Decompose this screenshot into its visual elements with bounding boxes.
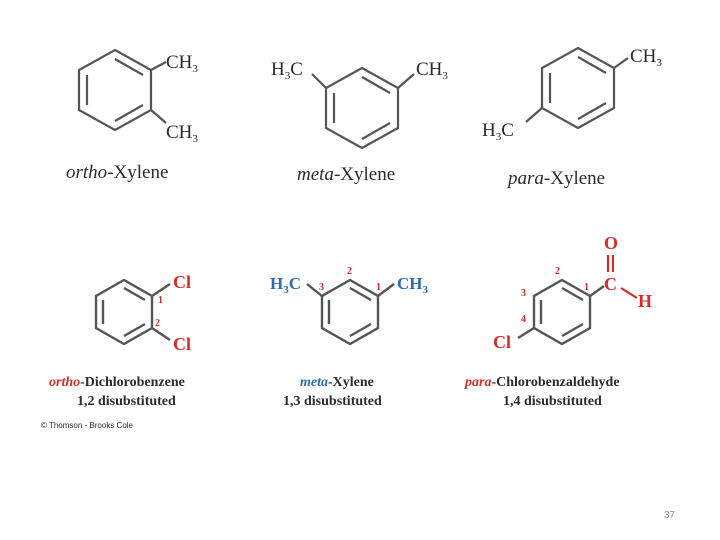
para-chlorobenzaldehyde-cl: Cl [493, 332, 511, 352]
ortho-dichlorobenzene-label: ortho-Dichlorobenzene [49, 375, 185, 390]
para-chlorobenzaldehyde-structure [517, 255, 638, 346]
para-xylene-double-bond-2 [577, 102, 607, 120]
ortho-dichlorobenzene-ring [94, 278, 154, 346]
ortho-dichlorobenzene-cl-top: Cl [173, 272, 191, 292]
meta-xylene-double-bond-2 [361, 122, 391, 140]
ortho-dichlorobenzene-locant-1: 1 [158, 295, 163, 306]
para-chlorobenzaldehyde-locant-1: 1 [584, 282, 589, 293]
ortho-xylene-ring [77, 48, 153, 132]
meta-xylene-ring [324, 66, 400, 150]
meta-xylene-bond-left [311, 73, 327, 89]
para-chlorobenzaldehyde-locant-4: 4 [521, 314, 526, 325]
meta-xylene-colored-bond-left [306, 283, 323, 297]
ortho-xylene-bond-top [150, 61, 167, 71]
para-chlorobenzaldehyde-locant-2: 2 [555, 266, 560, 277]
para-chlorobenzaldehyde-o: O [604, 233, 618, 253]
para-xylene-label: para-Xylene [506, 168, 605, 189]
ortho-xylene-ch3-bottom: CH3 [166, 122, 198, 145]
ortho-dichlorobenzene-cl-bottom: Cl [173, 334, 191, 354]
para-xylene-double-bond-1 [577, 56, 607, 74]
para-chlorobenzaldehyde-ring [532, 278, 592, 346]
para-chlorobenzaldehyde-double-bond-2 [561, 322, 584, 338]
para-chlorobenzaldehyde-double-bond-1 [561, 286, 584, 302]
meta-xylene-label: meta-Xylene [297, 164, 395, 185]
ortho-pattern-label: 1,2 disubstituted [77, 394, 176, 409]
para-chlorobenzaldehyde-label: para-Chlorobenzaldehyde [464, 375, 620, 390]
para-chlorobenzaldehyde-ch-bond [620, 287, 638, 299]
meta-xylene-colored-label: meta-Xylene [300, 375, 374, 390]
para-xylene-h3c: H3C [482, 120, 514, 143]
ortho-dichlorobenzene-bond-top [151, 283, 171, 297]
meta-xylene-colored-bond-right [377, 283, 395, 297]
para-chlorobenzaldehyde-locant-3: 3 [521, 288, 526, 299]
meta-xylene-bond-right [397, 73, 415, 89]
para-xylene-structure [525, 46, 629, 130]
page-number: 37 [664, 510, 676, 521]
para-chlorobenzaldehyde-h: H [638, 291, 652, 311]
ortho-xylene-double-bond-1 [114, 58, 144, 76]
meta-xylene-locant-2: 2 [347, 266, 352, 277]
meta-pattern-label: 1,3 disubstituted [283, 394, 382, 409]
ortho-xylene-ch3-top: CH3 [166, 52, 198, 75]
meta-xylene-colored-double-bond-1 [349, 286, 372, 302]
meta-xylene-h3c: H3C [271, 59, 303, 82]
meta-xylene-colored-ch3: CH3 [397, 274, 429, 296]
para-xylene-bond-bottom [525, 107, 543, 123]
para-chlorobenzaldehyde-c: C [604, 274, 617, 294]
meta-xylene-double-bond-1 [361, 76, 391, 94]
meta-xylene-colored-ring [320, 278, 380, 346]
ortho-dichlorobenzene-locant-2: 2 [155, 318, 160, 329]
meta-xylene-locant-1: 1 [376, 282, 381, 293]
ortho-dichlorobenzene-double-bond-2 [123, 322, 146, 338]
ortho-dichlorobenzene-structure [94, 278, 171, 346]
ortho-xylene-structure [77, 48, 167, 132]
para-xylene-bond-top [613, 57, 629, 69]
ortho-dichlorobenzene-double-bond-1 [123, 286, 146, 302]
para-chlorobenzaldehyde-bond-ring-c [589, 285, 605, 297]
meta-xylene-locant-3: 3 [319, 282, 324, 293]
credit-line: © Thomson - Brooks Cole [41, 421, 134, 430]
meta-xylene-colored-double-bond-2 [349, 322, 372, 338]
meta-xylene-ch3: CH3 [416, 59, 448, 82]
para-pattern-label: 1,4 disubstituted [503, 394, 602, 409]
ortho-xylene-bond-bottom [150, 109, 167, 124]
ortho-xylene-double-bond-2 [114, 104, 144, 122]
para-xylene-ch3: CH3 [630, 46, 662, 69]
meta-xylene-colored-structure [306, 278, 395, 346]
ortho-dichlorobenzene-bond-bottom [151, 327, 171, 341]
para-chlorobenzaldehyde-bond-cl [517, 326, 535, 340]
meta-xylene-structure [311, 66, 415, 150]
meta-xylene-colored-h3c: H3C [270, 274, 301, 296]
ortho-xylene-label: ortho-Xylene [66, 162, 168, 183]
para-xylene-ring [540, 46, 616, 130]
